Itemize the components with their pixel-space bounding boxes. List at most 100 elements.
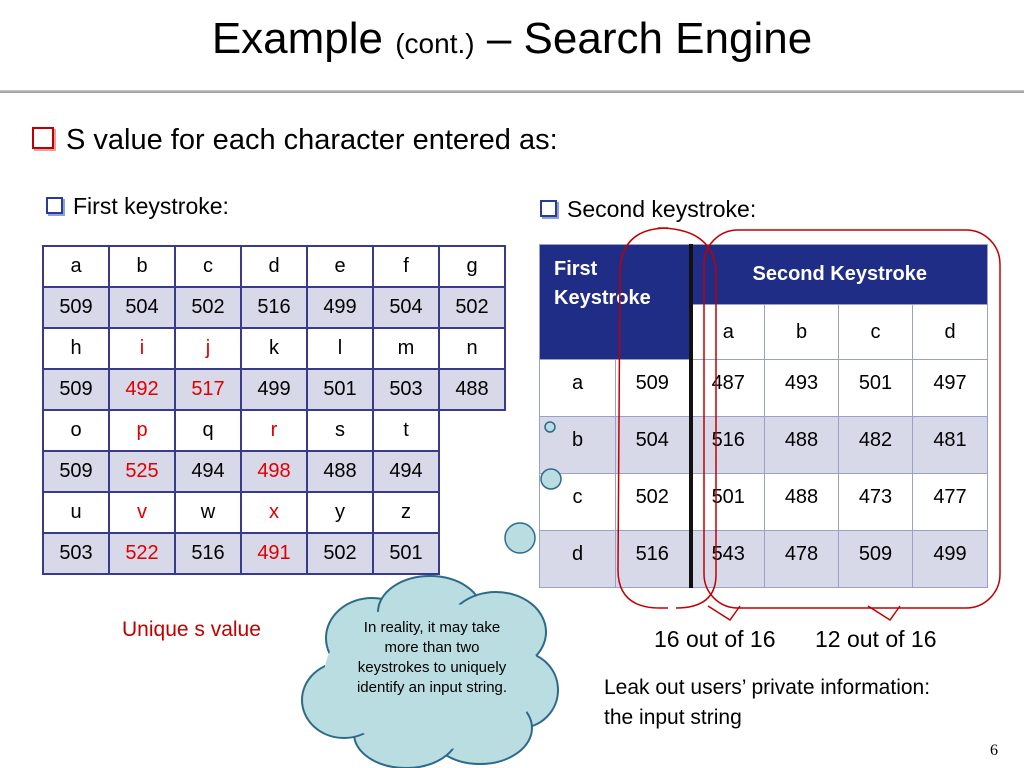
second-keystroke-text: Second keystroke: bbox=[567, 196, 757, 222]
table-cell: 499 bbox=[306, 286, 374, 329]
unique-s-value-label: Unique s value bbox=[122, 618, 261, 641]
table-cell: k bbox=[240, 327, 308, 370]
table-cell: 488 bbox=[306, 450, 374, 493]
table-cell: r bbox=[240, 409, 308, 452]
square-bullet-icon bbox=[46, 197, 63, 215]
table-cell: b bbox=[108, 245, 176, 288]
table-cell: 492 bbox=[108, 368, 176, 411]
table-cell: 504 bbox=[108, 286, 176, 329]
title-divider bbox=[0, 90, 1024, 93]
column-header: d bbox=[912, 304, 988, 360]
table-cell: t bbox=[372, 409, 440, 452]
table-cell: o bbox=[42, 409, 110, 452]
column-header: a bbox=[690, 304, 765, 360]
table-cell: 503 bbox=[372, 368, 440, 411]
table-cell: 488 bbox=[438, 368, 506, 411]
count-first-keystroke: 16 out of 16 bbox=[654, 626, 776, 652]
count-second-keystroke: 12 out of 16 bbox=[815, 626, 937, 652]
table-cell: s bbox=[306, 409, 374, 452]
square-bullet-icon bbox=[32, 127, 54, 150]
table-cell: 488 bbox=[764, 416, 839, 474]
table-cell: 502 bbox=[438, 286, 506, 329]
table-cell: 478 bbox=[764, 530, 839, 588]
table-cell: w bbox=[174, 491, 242, 534]
table-cell: q bbox=[174, 409, 242, 452]
table-cell: c bbox=[174, 245, 242, 288]
table-cell: h bbox=[42, 327, 110, 370]
first-keystroke-text: First keystroke: bbox=[73, 193, 229, 219]
table-cell: n bbox=[438, 327, 506, 370]
table-cell: 502 bbox=[306, 532, 374, 575]
table-cell: v bbox=[108, 491, 176, 534]
leak-line-2: the input string bbox=[604, 706, 742, 729]
table-cell: 503 bbox=[42, 532, 110, 575]
table-cell: 504 bbox=[372, 286, 440, 329]
red-pointer-16 bbox=[707, 605, 741, 622]
main-bullet: S value for each character entered as: bbox=[32, 124, 558, 157]
table-cell: z bbox=[372, 491, 440, 534]
row-s-value: 509 bbox=[615, 359, 693, 417]
header-first-line2: Keystroke bbox=[554, 287, 651, 309]
table-cell: 494 bbox=[372, 450, 440, 493]
table-cell: 517 bbox=[174, 368, 242, 411]
table-cell: 481 bbox=[912, 416, 988, 474]
red-highlight-first-column bbox=[617, 227, 669, 609]
table-cell: 509 bbox=[838, 530, 913, 588]
table-cell: 498 bbox=[240, 450, 308, 493]
table-cell: 516 bbox=[174, 532, 242, 575]
table-cell: 502 bbox=[174, 286, 242, 329]
title-main: Example bbox=[211, 14, 383, 63]
red-pointer-12 bbox=[867, 605, 901, 622]
table-cell: 522 bbox=[108, 532, 176, 575]
thought-bubble-dot-small bbox=[540, 468, 562, 490]
row-key: c bbox=[539, 473, 616, 531]
table-cell: y bbox=[306, 491, 374, 534]
table-cell: m bbox=[372, 327, 440, 370]
table-cell: 501 bbox=[372, 532, 440, 575]
table-cell: 473 bbox=[838, 473, 913, 531]
table-cell: i bbox=[108, 327, 176, 370]
table-cell: 494 bbox=[174, 450, 242, 493]
table-cell: j bbox=[174, 327, 242, 370]
row-s-value: 516 bbox=[615, 530, 693, 588]
column-header: b bbox=[764, 304, 839, 360]
table-cell: 499 bbox=[240, 368, 308, 411]
table-cell: 543 bbox=[690, 530, 765, 588]
square-bullet-icon bbox=[540, 200, 557, 218]
leak-note: Leak out users’ private information:the … bbox=[604, 673, 930, 733]
table-cell: 482 bbox=[838, 416, 913, 474]
second-keystroke-bullet: Second keystroke: bbox=[540, 196, 756, 223]
table-cell: 525 bbox=[108, 450, 176, 493]
header-first-line1: First bbox=[554, 258, 598, 280]
table-cell: 509 bbox=[42, 368, 110, 411]
table-cell: x bbox=[240, 491, 308, 534]
title-rest: – Search Engine bbox=[486, 14, 813, 63]
title-small: (cont.) bbox=[395, 28, 475, 59]
table-cell: d bbox=[240, 245, 308, 288]
table-cell: 509 bbox=[42, 286, 110, 329]
red-highlight-second-keystroke bbox=[703, 229, 1001, 609]
table-cell: a bbox=[42, 245, 110, 288]
column-header: c bbox=[838, 304, 913, 360]
table-cell: p bbox=[108, 409, 176, 452]
table-cell: l bbox=[306, 327, 374, 370]
table-cell: 516 bbox=[690, 416, 765, 474]
table-cell: u bbox=[42, 491, 110, 534]
first-keystroke-bullet: First keystroke: bbox=[46, 193, 229, 220]
